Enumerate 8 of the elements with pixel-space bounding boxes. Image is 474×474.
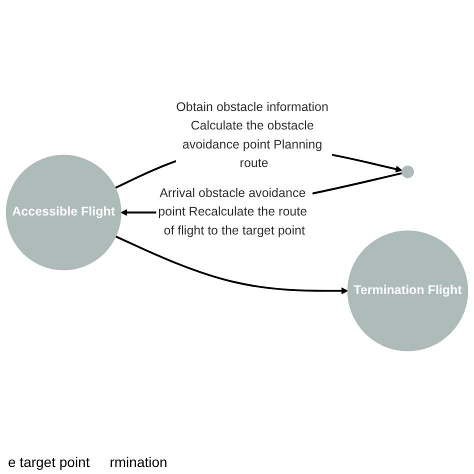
note-text: rmination (110, 454, 168, 470)
arrow (115, 236, 348, 295)
note-text: e target point (8, 454, 90, 470)
node-circle: Termination Flight (347, 230, 468, 352)
edge-label: Arrival obstacle avoidance point Recalculate the route of flight to the target point (158, 187, 308, 238)
node-circle (402, 166, 414, 179)
node-circle: Accessible Flight (6, 155, 122, 271)
edge-label: Obtain obstacle information Calculate the obstacle avoidance point Planning route (176, 101, 328, 171)
